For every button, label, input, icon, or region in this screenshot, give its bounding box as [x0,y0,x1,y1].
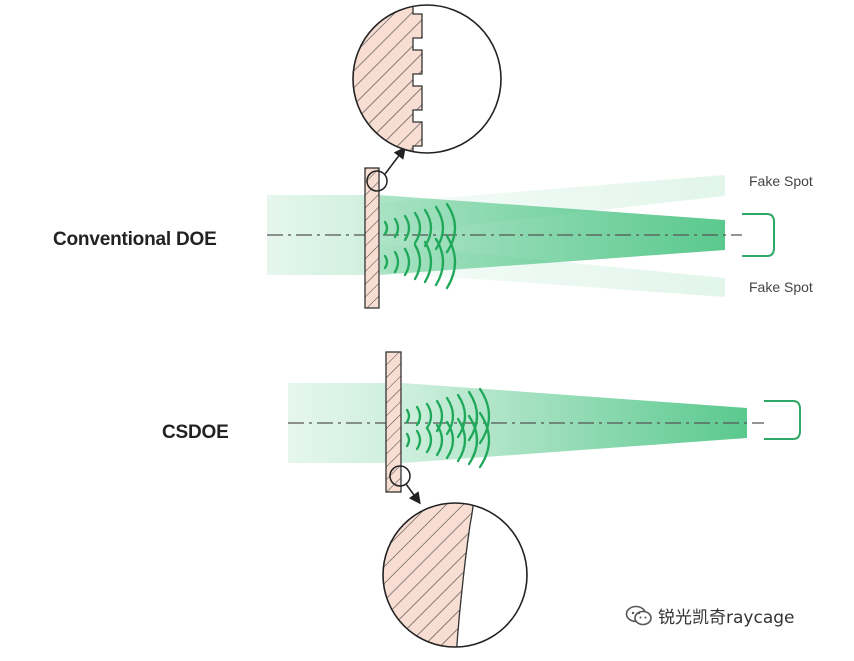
csdoe-zoom-arrow [405,483,421,505]
watermark-text: 锐光凯奇raycage [658,608,795,628]
csdoe-element [385,351,402,493]
fake-spot-top-label: Fake Spot [749,173,813,189]
csdoe-magnified-view [382,502,528,648]
wechat-icon [625,605,652,625]
fake-spot-bottom-label: Fake Spot [749,279,813,295]
conventional-doe-section [267,4,775,309]
conventional-output-beam [380,195,725,275]
conventional-zoom-marker [366,170,388,192]
watermark: 锐光凯奇raycage [625,603,794,628]
conventional-doe-element [364,167,380,309]
csdoe-label: CSDOE [162,422,229,443]
conventional-wavefronts [383,202,457,290]
csdoe-section [288,351,801,648]
conventional-spot-profile [742,213,775,257]
conventional-magnified-view [352,4,502,154]
csdoe-spot-profile [764,400,801,440]
csdoe-zoom-marker [389,465,411,487]
csdoe-wavefronts [405,387,491,469]
conventional-doe-label: Conventional DOE [53,229,217,250]
conventional-zoom-arrow [384,146,406,175]
